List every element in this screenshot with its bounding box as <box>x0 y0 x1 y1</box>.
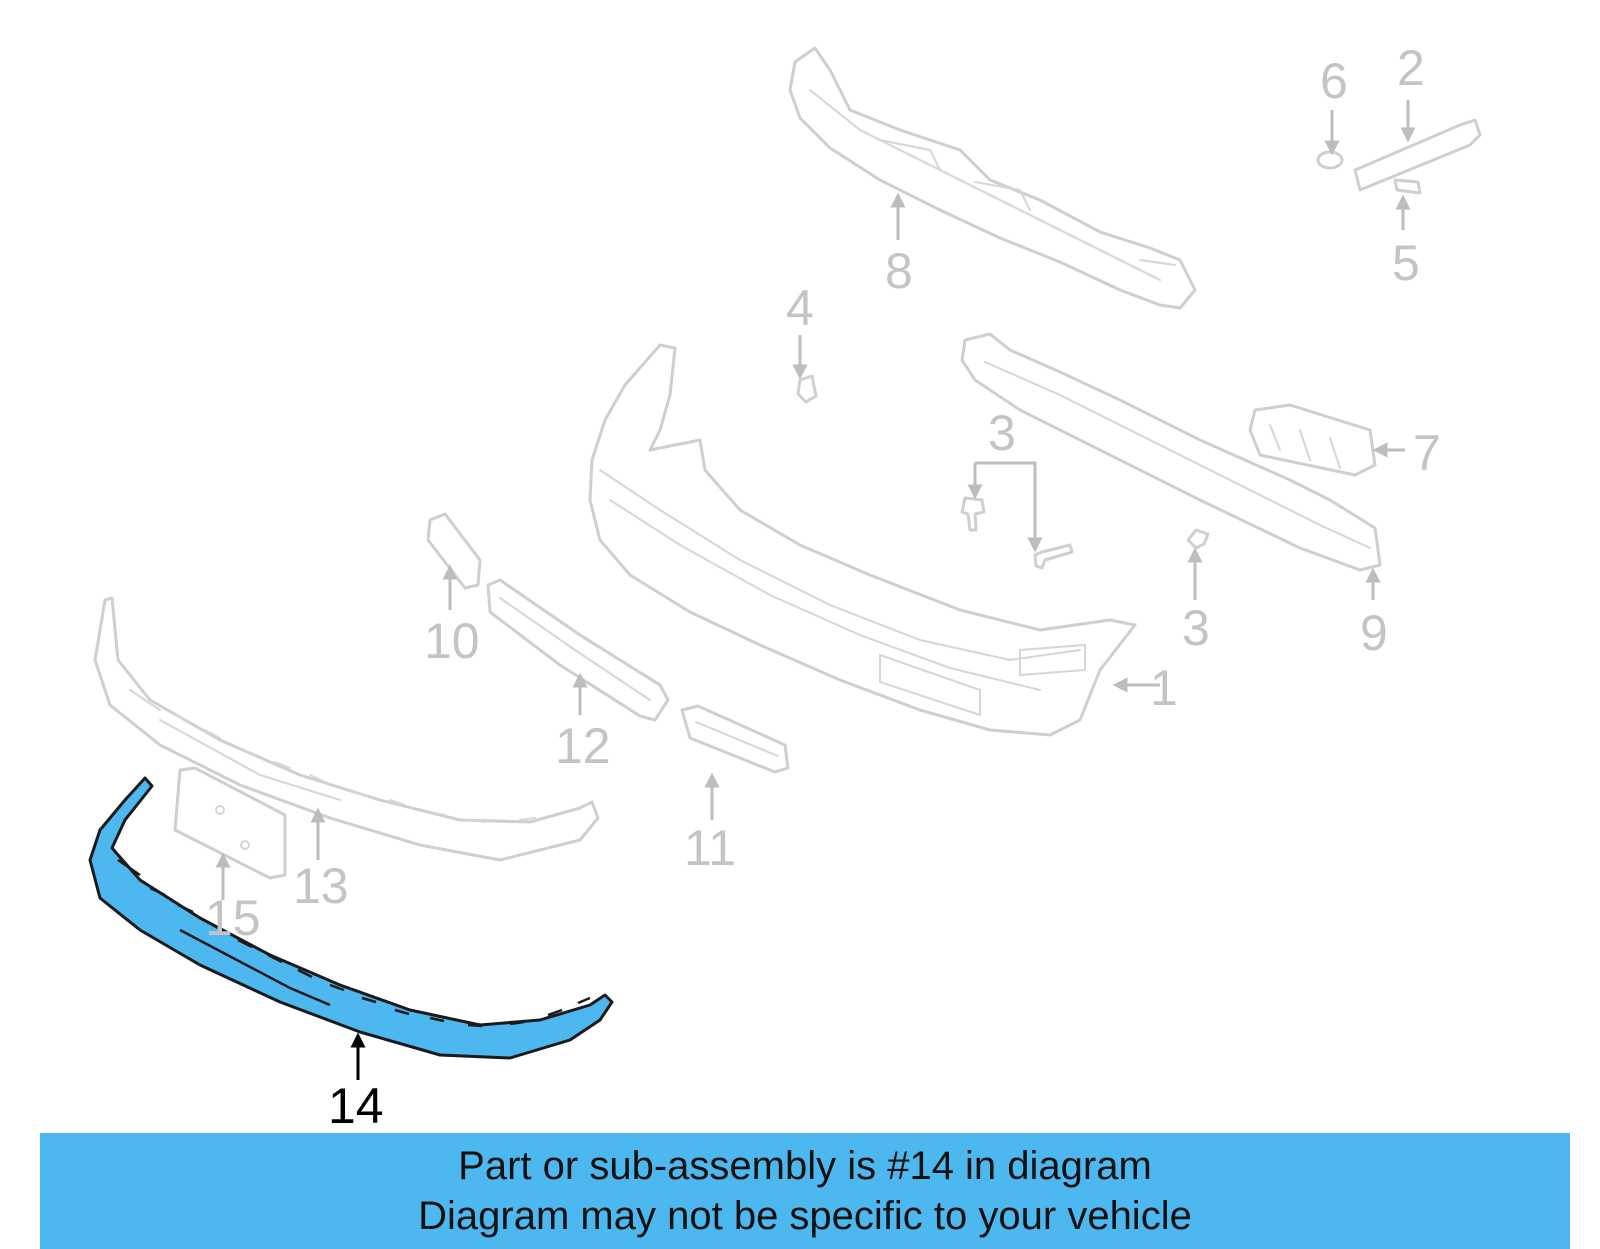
part-9-reinforcement[interactable] <box>960 332 1382 572</box>
callout-12: 12 <box>555 718 611 774</box>
part-4-nut[interactable] <box>796 374 818 404</box>
callout-13: 13 <box>293 858 349 914</box>
callout-8: 8 <box>885 243 913 299</box>
part-3-bolt-b[interactable] <box>1033 543 1074 570</box>
part-8-absorber[interactable] <box>788 46 1197 310</box>
part-6-clip[interactable] <box>1316 150 1344 170</box>
banner-line-2: Diagram may not be specific to your vehi… <box>418 1194 1192 1238</box>
info-banner: Part or sub-assembly is #14 in diagram D… <box>40 1133 1570 1249</box>
part-10-grille[interactable] <box>426 512 482 590</box>
callout-1: 1 <box>1150 660 1178 716</box>
callout-5: 5 <box>1392 235 1420 291</box>
part-13-spoiler[interactable] <box>93 596 600 862</box>
part-1-bumper-cover[interactable] <box>588 343 1137 737</box>
part-3-bolt-a[interactable] <box>960 496 986 532</box>
callout-9: 9 <box>1360 605 1388 661</box>
banner-line-1: Part or sub-assembly is #14 in diagram <box>458 1144 1152 1188</box>
callout-15: 15 <box>205 890 261 946</box>
callout-7: 7 <box>1413 425 1441 481</box>
part-11-grille[interactable] <box>680 704 790 774</box>
part-2-bracket[interactable] <box>1353 118 1482 192</box>
part-15-plate-bracket[interactable] <box>173 766 287 880</box>
callout-11: 11 <box>684 820 736 876</box>
callout-2: 2 <box>1397 40 1425 96</box>
callout-4: 4 <box>786 280 814 336</box>
callout-10: 10 <box>424 613 480 669</box>
callout-labels: 8 2 6 5 4 3 7 9 3 1 10 12 11 13 15 14 <box>205 40 1441 1134</box>
leader-lines <box>215 100 1416 1080</box>
part-14-lower-spoiler-highlighted[interactable] <box>88 776 614 1060</box>
callout-6: 6 <box>1320 53 1348 109</box>
part-12-grille[interactable] <box>486 578 670 722</box>
part-7-bracket[interactable] <box>1248 403 1377 477</box>
part-5-bolt[interactable] <box>1393 178 1422 195</box>
callout-3a: 3 <box>988 405 1016 461</box>
callout-3b: 3 <box>1182 600 1210 656</box>
part-3-bolt-c[interactable] <box>1186 528 1210 550</box>
callout-14: 14 <box>328 1078 384 1134</box>
